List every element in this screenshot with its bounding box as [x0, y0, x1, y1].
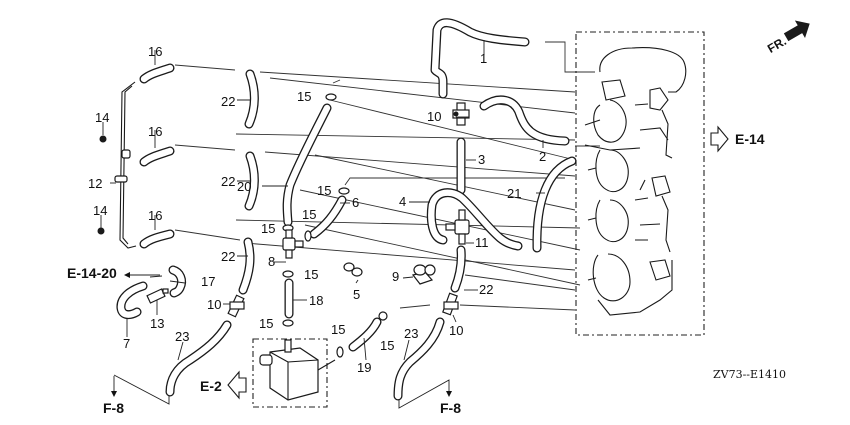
engine-cylinder-head-assembly	[575, 31, 705, 336]
cross-reference-e-2[interactable]: E-2	[200, 370, 247, 400]
hose-part-21	[532, 156, 577, 253]
callout-22-d: 22	[479, 282, 493, 297]
vapor-separator-box	[252, 338, 336, 408]
callout-8: 8	[268, 254, 275, 269]
cross-reference-f-8-right[interactable]: F-8	[398, 379, 461, 416]
valve-part-10-top	[452, 102, 470, 126]
outline-arrow-right-icon	[710, 125, 729, 153]
callout-15-g: 15	[331, 322, 345, 337]
clamp-part-15	[325, 93, 337, 101]
cross-reference-e-14-20-label[interactable]: E-14-20	[67, 265, 117, 281]
front-direction-label: FR.	[765, 34, 789, 56]
callout-16-c: 16	[148, 208, 162, 223]
callout-15-d: 15	[302, 207, 316, 222]
hose-part-7	[116, 281, 148, 320]
hose-part-23-right	[393, 317, 445, 401]
small-parts	[97, 93, 470, 358]
callout-22-b: 22	[221, 174, 235, 189]
callout-9: 9	[392, 269, 399, 284]
callout-16-b: 16	[148, 124, 162, 139]
callout-15-c: 15	[261, 221, 275, 236]
arrow-down-icon	[111, 391, 117, 397]
clip-part-5	[343, 262, 363, 277]
cross-reference-f-8-right-label[interactable]: F-8	[440, 400, 461, 416]
callout-23-right: 23	[404, 326, 418, 341]
callout-1: 1	[480, 51, 487, 66]
callout-leaders	[100, 40, 545, 361]
callout-21: 21	[507, 186, 521, 201]
cross-reference-e-14-20[interactable]: E-14-20	[67, 265, 163, 281]
callout-16-a: 16	[148, 44, 162, 59]
callout-20: 20	[237, 179, 251, 194]
hose-part-22	[238, 69, 466, 295]
outline-arrow-left-icon	[227, 370, 247, 400]
holder-part-9	[411, 264, 436, 285]
callout-12: 12	[88, 176, 102, 191]
hose-part-1	[430, 18, 530, 99]
cross-reference-e-14-label[interactable]: E-14	[735, 131, 765, 147]
filter-part-13	[146, 288, 169, 304]
callout-7: 7	[123, 336, 130, 351]
callout-15-a: 15	[297, 89, 311, 104]
cross-references: E-14 E-14-20 E-2 F-8 F-8	[67, 125, 765, 416]
callout-17: 17	[201, 274, 215, 289]
callout-6: 6	[352, 195, 359, 210]
clamp-part-15	[338, 187, 350, 195]
callout-10-left: 10	[207, 297, 221, 312]
callout-13: 13	[150, 316, 164, 331]
cross-reference-e-14[interactable]: E-14	[710, 125, 765, 153]
joint-part-11	[445, 209, 470, 245]
callout-10-right: 10	[449, 323, 463, 338]
hose-part-2	[479, 95, 570, 146]
callout-15-e: 15	[304, 267, 318, 282]
front-direction-indicator: FR.	[765, 20, 810, 56]
hose-part-4	[426, 188, 523, 251]
cross-reference-e-2-label[interactable]: E-2	[200, 378, 222, 394]
clamp-part-15	[282, 270, 294, 278]
reference-lines	[174, 41, 600, 311]
callout-15-b: 15	[317, 183, 331, 198]
callout-18: 18	[309, 293, 323, 308]
cross-reference-f-8-left[interactable]: F-8	[103, 374, 170, 416]
hose-part-19	[348, 317, 382, 352]
callout-11: 11	[475, 235, 489, 250]
cross-reference-f-8-left-label[interactable]: F-8	[103, 400, 124, 416]
callout-5: 5	[353, 287, 360, 302]
valve-part-10-left	[227, 294, 245, 318]
bolt-part-14-lower	[97, 227, 105, 235]
hose-part-16	[139, 63, 175, 249]
diagram-code: ZV73--E1410	[713, 368, 786, 381]
callout-labels: 1 2 3 4 5 6 7 8 9 10 10 10 11 12 13 14 1…	[88, 44, 546, 375]
arrow-left-icon	[124, 272, 130, 278]
valve-part-10-right	[442, 292, 459, 316]
callout-4: 4	[399, 194, 406, 209]
arrow-down-icon	[446, 391, 452, 397]
clamp-part-15	[378, 311, 388, 321]
callout-10-top: 10	[427, 109, 441, 124]
bolt-part-14-upper	[99, 135, 107, 143]
callout-14-lower: 14	[93, 203, 107, 218]
clamp-part-15	[304, 230, 312, 242]
hose-part-6	[309, 195, 347, 239]
callout-2: 2	[539, 149, 546, 164]
front-direction-arrow-icon	[783, 20, 810, 42]
hose-part-17	[168, 265, 187, 298]
hose-part-20	[282, 103, 332, 227]
callout-15-h: 15	[380, 338, 394, 353]
clamp-part-15	[336, 346, 344, 358]
hoses	[116, 18, 577, 401]
pipe-part-12	[114, 81, 137, 249]
callout-15-f: 15	[259, 316, 273, 331]
callout-23-left: 23	[175, 329, 189, 344]
callout-22-a: 22	[221, 94, 235, 109]
callout-14-upper: 14	[95, 110, 109, 125]
clamp-part-15	[282, 319, 294, 327]
callout-3: 3	[478, 152, 485, 167]
callout-22-c: 22	[221, 249, 235, 264]
hose-part-23-left	[165, 320, 232, 397]
joint-part-8	[282, 229, 304, 259]
callout-19: 19	[357, 360, 371, 375]
